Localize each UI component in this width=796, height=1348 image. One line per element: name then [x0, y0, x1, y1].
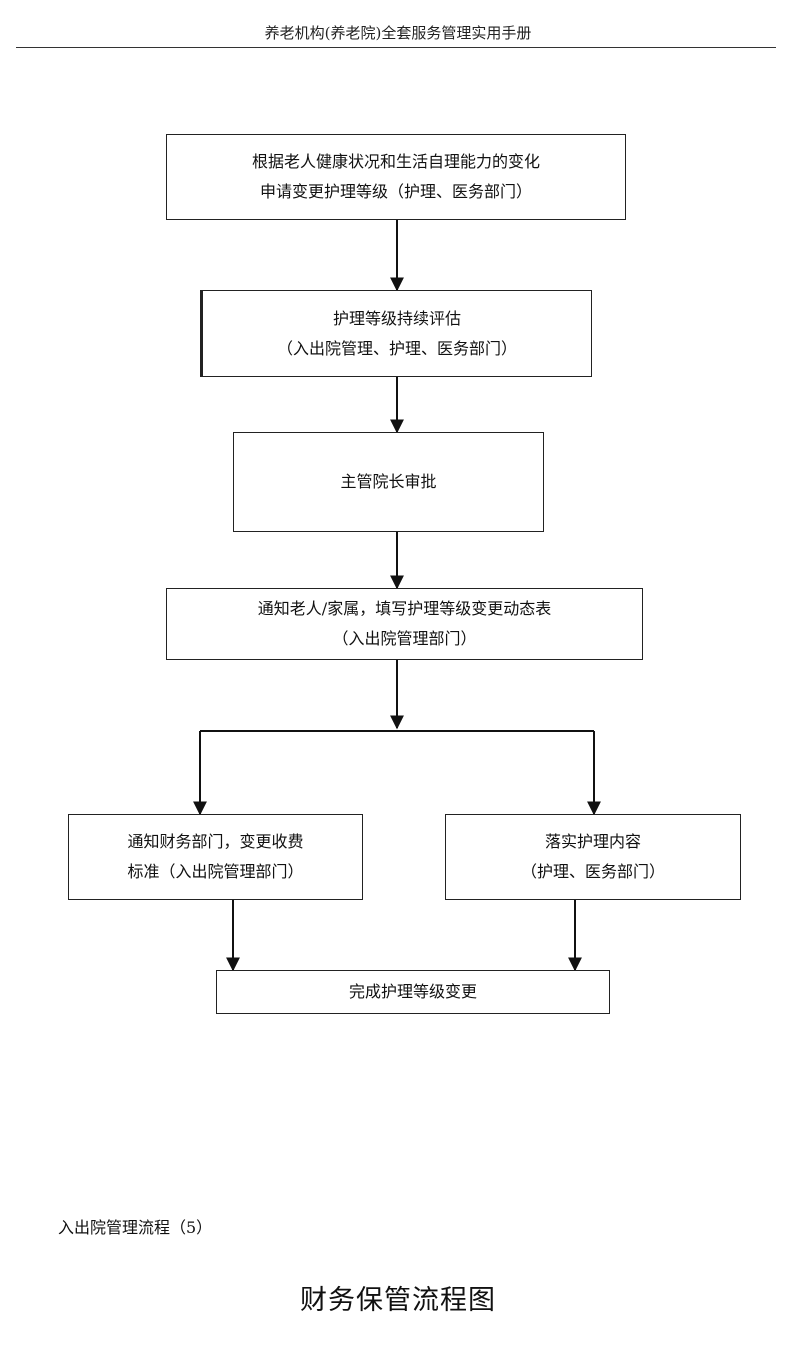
step-assess-line-1: 护理等级持续评估	[332, 308, 461, 328]
section-title: 财务保管流程图	[300, 1285, 496, 1316]
step-finance-box: 通知财务部门，变更收费 标准（入出院管理部门）	[68, 814, 363, 900]
step-finance-line-2: 标准（入出院管理部门）	[127, 862, 304, 881]
step-notify-line-2: （入出院管理部门）	[332, 629, 477, 648]
step-apply-line-2: 申请变更护理等级（护理、医务部门）	[259, 182, 532, 201]
step-notify-line-1: 通知老人/家属，填写护理等级变更动态表	[257, 599, 552, 618]
step-apply-line-1: 根据老人健康状况和生活自理能力的变化	[251, 152, 540, 171]
step-approve-box: 主管院长审批	[233, 432, 544, 532]
step-apply-box: 根据老人健康状况和生活自理能力的变化 申请变更护理等级（护理、医务部门）	[166, 134, 626, 220]
flowchart-caption: 入出院管理流程（5）	[58, 1218, 213, 1237]
step-approve-line-1: 主管院长审批	[340, 472, 437, 491]
step-complete-line-1: 完成护理等级变更	[348, 982, 477, 1001]
step-care-line-2: （护理、医务部门）	[520, 862, 665, 881]
step-care-box: 落实护理内容 （护理、医务部门）	[445, 814, 741, 900]
step-assess-line-2: （入出院管理、护理、医务部门）	[276, 338, 517, 358]
step-finance-line-1: 通知财务部门，变更收费	[127, 832, 304, 851]
step-assess-box: 护理等级持续评估 （入出院管理、护理、医务部门）	[200, 290, 592, 377]
step-care-line-1: 落实护理内容	[544, 832, 641, 851]
header-rule	[16, 47, 776, 48]
page-header: 养老机构(养老院)全套服务管理实用手册	[264, 24, 532, 42]
step-notify-box: 通知老人/家属，填写护理等级变更动态表 （入出院管理部门）	[166, 588, 643, 660]
step-complete-box: 完成护理等级变更	[216, 970, 610, 1014]
